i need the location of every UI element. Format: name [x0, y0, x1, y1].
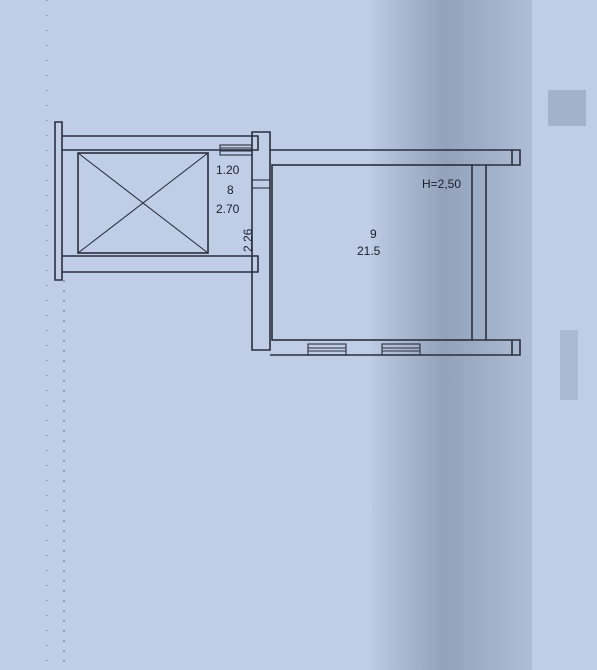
window-bottom-1 [307, 343, 347, 356]
scan-stain-blob [548, 90, 586, 126]
corridor-length-label: 2.26 [241, 228, 255, 252]
bottom-wall-left [62, 255, 259, 273]
scan-stain-blob [560, 330, 578, 400]
height-label: H=2,50 [422, 177, 461, 191]
scan-stain [372, 0, 532, 670]
room-8-diagonal-2 [77, 152, 209, 254]
middle-wall [251, 131, 271, 351]
room-8-box [77, 152, 209, 254]
room-9-right-cap-bottom [512, 339, 521, 356]
stair-block-top [219, 144, 253, 156]
room-9-top-wall [270, 149, 513, 166]
room-8 [54, 121, 259, 281]
top-width-label: 1.20 [216, 163, 240, 177]
room-9-area: 21.5 [357, 244, 381, 258]
window-bottom-2 [381, 343, 421, 356]
room-9-box [271, 164, 473, 341]
room-9 [270, 149, 521, 356]
room-9-number: 9 [370, 227, 377, 241]
door-mark [251, 179, 271, 189]
room-8-number: 8 [227, 183, 234, 197]
left-outer-wall [54, 121, 63, 281]
room-9-right-cap-top [512, 149, 521, 166]
room-8-area: 2.70 [216, 202, 240, 216]
top-wall-left [62, 135, 259, 151]
connector [219, 131, 271, 351]
